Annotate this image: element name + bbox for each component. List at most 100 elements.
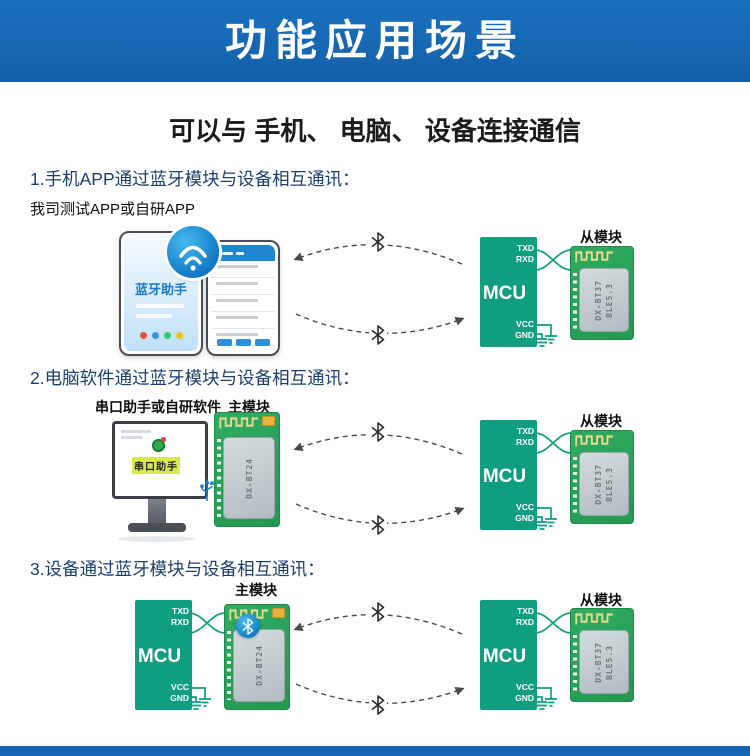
- ui-bar: [236, 251, 244, 255]
- crystal-component: [262, 416, 275, 426]
- solder-pads: [572, 273, 577, 330]
- pc-software-label: 串口助手或自研软件: [95, 399, 221, 415]
- header-banner: 功能应用场景: [0, 0, 750, 82]
- solder-pads: [572, 635, 577, 692]
- rf-shield: DX-BT37 BLE5.3: [579, 268, 629, 332]
- signal-waves-icon: [179, 245, 207, 271]
- mcu-block-3-left: TXD RXD MCU VCC GND: [135, 600, 192, 710]
- monitor-base: [128, 523, 186, 532]
- chip-model-text: DX-BT24: [254, 645, 264, 686]
- power-pins: VCC GND: [515, 319, 534, 341]
- bluetooth-link-arrows-3: [293, 600, 465, 717]
- solder-pads: [226, 631, 231, 700]
- pin-vcc: VCC: [516, 502, 534, 512]
- mcu-label: MCU: [137, 646, 182, 667]
- bluetooth-link-arrows-2: [293, 420, 465, 537]
- app-dot-yellow: [175, 332, 183, 339]
- ui-bar: [215, 251, 233, 255]
- uart-pins: TXD RXD: [171, 606, 189, 628]
- chip-model-text: DX-BT37: [594, 279, 603, 321]
- app-icon-row: [124, 332, 198, 339]
- pin-txd: TXD: [517, 243, 534, 253]
- pc-monitor: 串口助手: [112, 421, 208, 499]
- mcu-block-3-right: TXD RXD MCU VCC GND: [480, 600, 537, 710]
- app-dot-red: [139, 332, 147, 339]
- mcu-module-wiring-1: [534, 249, 572, 347]
- power-pins: VCC GND: [515, 502, 534, 524]
- mcu-label: MCU: [482, 646, 527, 667]
- power-pins: VCC GND: [170, 682, 189, 704]
- mcu-block-2: TXD RXD MCU VCC GND: [480, 420, 537, 530]
- pin-txd: TXD: [517, 606, 534, 616]
- mcu-module-wiring-2: [534, 432, 572, 530]
- mcu-label: MCU: [482, 283, 527, 304]
- pin-gnd: GND: [515, 513, 534, 523]
- bt-module-slave-3: DX-BT37 BLE5.3: [570, 608, 634, 702]
- monitor-shadow: [118, 536, 196, 542]
- power-pins: VCC GND: [515, 682, 534, 704]
- slave-module-label-2: 从模块: [580, 413, 622, 429]
- solder-pads: [572, 457, 577, 514]
- chip-model-text: DX-BT37: [594, 641, 603, 683]
- pin-rxd: RXD: [516, 617, 534, 627]
- uart-pins: TXD RXD: [516, 606, 534, 628]
- ui-bar: [121, 430, 151, 433]
- antenna-trace: [575, 613, 613, 625]
- bt-module-slave-1: DX-BT37 BLE5.3: [570, 246, 634, 340]
- crystal-component: [272, 608, 285, 618]
- section1-note: 我司测试APP或自研APP: [30, 201, 196, 218]
- list-item: [211, 265, 275, 278]
- bottom-accent-strip: [0, 746, 750, 756]
- pin-txd: TXD: [172, 606, 189, 616]
- bluetooth-app-logo: [167, 226, 219, 278]
- section1-heading: 1.手机APP通过蓝牙模块与设备相互通讯：: [30, 169, 360, 189]
- pin-gnd: GND: [515, 330, 534, 340]
- ui-bar: [136, 304, 184, 308]
- bluetooth-icon: [242, 617, 254, 635]
- ui-bar: [121, 436, 143, 439]
- antenna-trace: [219, 417, 258, 429]
- page-title: 功能应用场景: [224, 17, 525, 64]
- pin-rxd: RXD: [516, 254, 534, 264]
- chip-model-text: DX-BT37: [594, 463, 603, 505]
- phone-mockup-2: [206, 240, 280, 356]
- list-item: [211, 299, 275, 312]
- uart-pins: TXD RXD: [516, 243, 534, 265]
- master-module-label-3: 主模块: [235, 582, 277, 598]
- bt-module-slave-2: DX-BT37 BLE5.3: [570, 430, 634, 524]
- chip-ble-text: BLE5.3: [605, 282, 614, 318]
- rf-shield: DX-BT37 BLE5.3: [579, 630, 629, 694]
- usb-icon: [200, 478, 214, 501]
- ui-bar: [136, 314, 172, 318]
- pin-vcc: VCC: [171, 682, 189, 692]
- rf-shield: DX-BT24: [223, 437, 275, 519]
- section3-heading: 3.设备通过蓝牙模块与设备相互通讯：: [30, 559, 325, 579]
- pin-gnd: GND: [170, 693, 189, 703]
- phone2-buttons: [211, 339, 275, 346]
- serial-app-icon: [152, 439, 165, 452]
- mcu-block-1: TXD RXD MCU VCC GND: [480, 237, 537, 347]
- app-dot-blue: [151, 332, 159, 339]
- solder-pads: [216, 439, 221, 517]
- rf-shield: DX-BT24: [233, 629, 285, 702]
- rf-shield: DX-BT37 BLE5.3: [579, 452, 629, 516]
- pin-rxd: RXD: [171, 617, 189, 627]
- antenna-trace: [575, 251, 613, 263]
- app-dot-green: [163, 332, 171, 339]
- pin-vcc: VCC: [516, 319, 534, 329]
- pin-rxd: RXD: [516, 437, 534, 447]
- pin-vcc: VCC: [516, 682, 534, 692]
- phone-app-name: 蓝牙助手: [134, 282, 187, 297]
- chip-model-text: DX-BT24: [244, 457, 254, 499]
- section2-heading: 2.电脑软件通过蓝牙模块与设备相互通讯：: [30, 368, 360, 388]
- list-item: [211, 316, 275, 329]
- bluetooth-badge: [236, 614, 260, 638]
- mcu-module-wiring-3-right: [534, 612, 572, 710]
- uart-pins: TXD RXD: [516, 426, 534, 448]
- master-module-label-2: 主模块: [228, 399, 270, 415]
- phone2-screen: [211, 245, 275, 351]
- bluetooth-link-arrows-1: [293, 230, 465, 347]
- slave-module-label-1: 从模块: [580, 229, 622, 245]
- chip-ble-text: BLE5.3: [605, 466, 614, 502]
